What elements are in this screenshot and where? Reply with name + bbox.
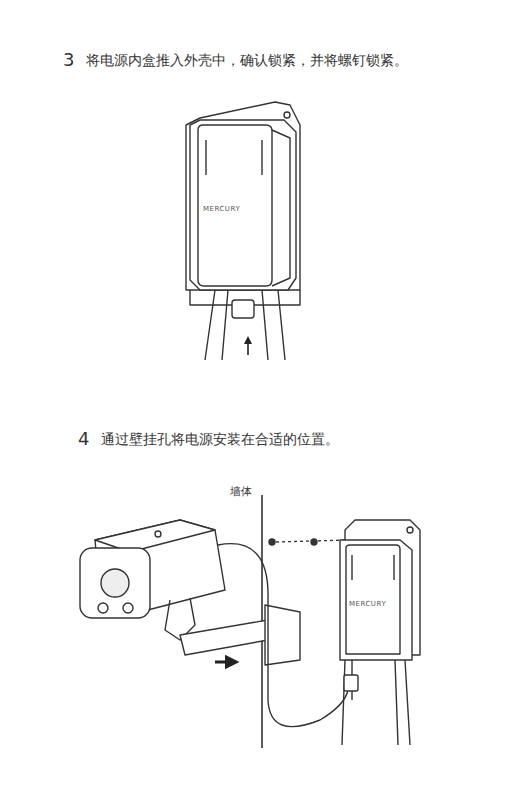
power-supply-logo: MERCURY bbox=[203, 200, 269, 218]
screws bbox=[269, 539, 348, 545]
step-instruction: 通过壁挂孔将电源安装在合适的位置。 bbox=[101, 431, 339, 449]
power-box-step4 bbox=[340, 520, 420, 745]
step-number: 3 bbox=[63, 49, 74, 70]
brand-logo: MERCURY bbox=[203, 205, 240, 213]
power-supply-logo: MERCURY bbox=[349, 596, 399, 612]
cable bbox=[218, 544, 348, 727]
step-instruction: 将电源内盒推入外壳中，确认锁紧，并将螺钉锁紧。 bbox=[86, 52, 408, 70]
wall-label: 墙体 bbox=[230, 484, 252, 499]
brand-logo: MERCURY bbox=[349, 600, 386, 608]
step-number: 4 bbox=[78, 428, 89, 449]
power-box-step3 bbox=[186, 102, 300, 360]
camera bbox=[80, 520, 300, 665]
